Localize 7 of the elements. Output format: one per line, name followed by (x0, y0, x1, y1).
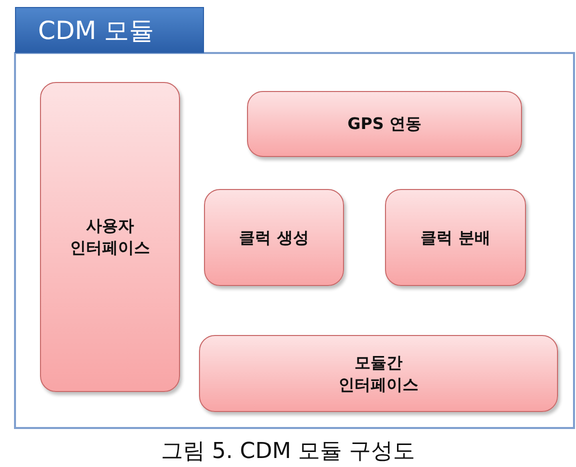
module-block: 클럭 분배 (385, 189, 526, 286)
module-block: 모듈간 인터페이스 (199, 335, 558, 412)
module-block: 클럭 생성 (204, 189, 344, 286)
module-block: 사용자 인터페이스 (40, 82, 180, 392)
module-block: GPS 연동 (247, 91, 522, 157)
figure-caption: 그림 5. CDM 모듈 구성도 (160, 438, 416, 466)
title-tab: CDM 모듈 (15, 7, 204, 53)
